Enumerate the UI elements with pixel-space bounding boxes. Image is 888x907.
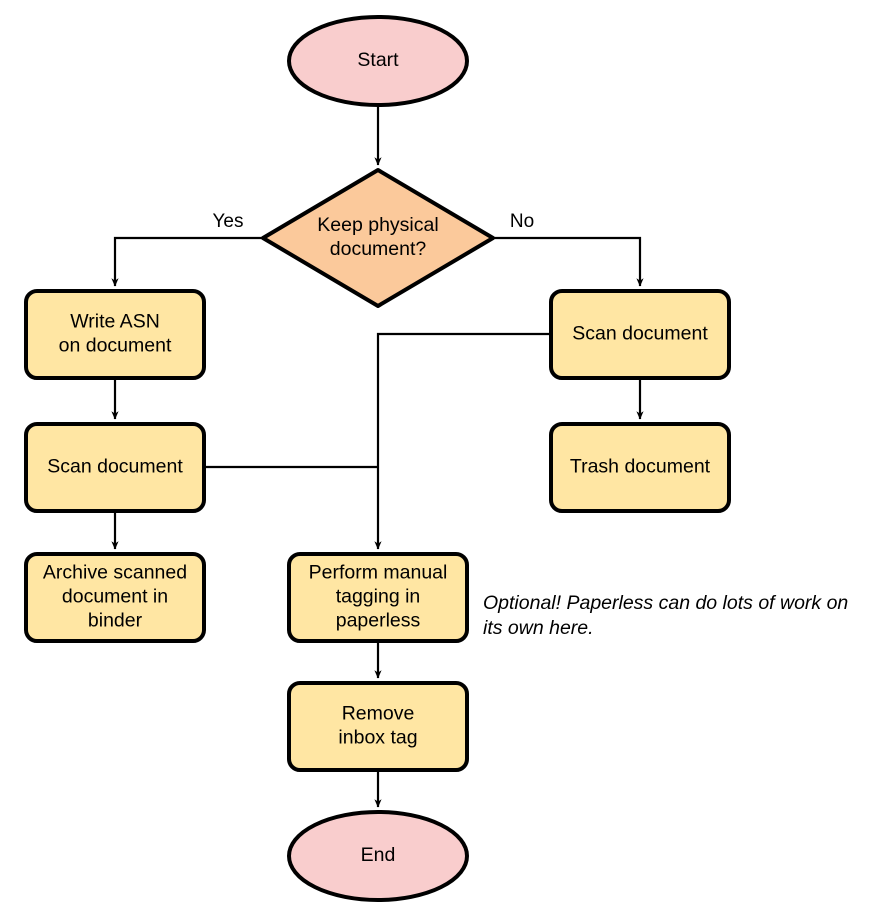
- edge-scan-right-to-manual-tagging: [374, 332, 551, 550]
- node-label-scan-right: Scan document: [572, 323, 708, 345]
- edges-layer: [111, 105, 644, 808]
- node-shape-write-asn: [24, 289, 206, 380]
- edge-decision-no-to-scan-right: [492, 236, 644, 287]
- annotations-layer: Optional! Paperless can do lots of work …: [483, 592, 848, 639]
- node-shape-end: [287, 810, 469, 902]
- node-end[interactable]: End: [287, 810, 469, 902]
- node-label-start: Start: [357, 49, 399, 71]
- edge-label-decision-yes-to-write-asn: Yes: [213, 211, 244, 232]
- node-shape-scan-left: [24, 422, 206, 513]
- node-start[interactable]: Start: [287, 15, 469, 107]
- node-shape-trash-document: [549, 422, 731, 513]
- node-shape-manual-tagging: [287, 552, 469, 643]
- node-shape-scan-right: [549, 289, 731, 380]
- node-label-scan-left: Scan document: [47, 456, 183, 478]
- node-scan-right[interactable]: Scan document: [549, 289, 731, 380]
- node-label-end: End: [361, 844, 396, 866]
- edge-label-decision-no-to-scan-right: No: [510, 211, 534, 232]
- node-shape-start: [287, 15, 469, 107]
- node-label-trash-document: Trash document: [570, 456, 711, 478]
- node-shape-remove-inbox-tag: [287, 681, 469, 772]
- node-trash-document[interactable]: Trash document: [549, 422, 731, 513]
- edge-decision-yes-to-write-asn: [111, 236, 263, 287]
- node-shape-archive-binder: [24, 552, 206, 643]
- node-shape-keep-physical: [261, 168, 495, 308]
- edge-labels-layer: Yes No: [213, 211, 535, 232]
- annotation-optional-note: Optional! Paperless can do lots of work …: [483, 592, 848, 639]
- node-scan-left[interactable]: Scan document: [24, 422, 206, 513]
